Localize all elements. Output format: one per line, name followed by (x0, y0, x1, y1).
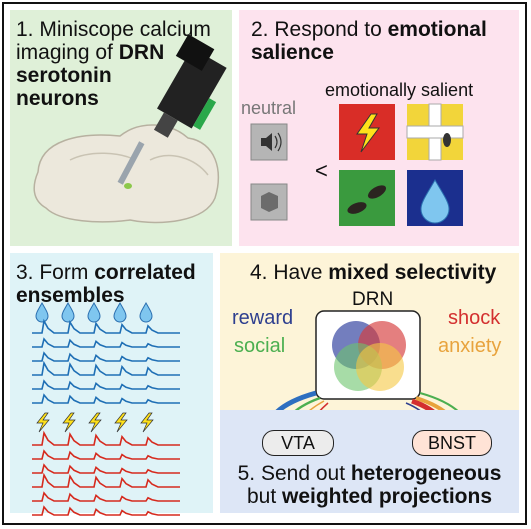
anxiety-circle (356, 343, 404, 391)
water-drop-icon (35, 301, 49, 323)
water-drop-icon (113, 301, 127, 323)
calcium-trace (32, 351, 180, 362)
water-drop-icon (139, 301, 153, 323)
stimulus-tiles (250, 103, 464, 226)
water-drop-icon (87, 301, 101, 323)
calcium-trace (32, 430, 180, 446)
bnst-node: BNST (412, 430, 492, 456)
calcium-trace (32, 449, 180, 460)
panel4-title: 4. Have mixed selectivity (250, 261, 497, 284)
cube-icon (261, 192, 278, 212)
calcium-trace (32, 491, 180, 502)
calcium-trace (32, 379, 180, 390)
social-label: social (234, 335, 286, 357)
speaker-icon (261, 133, 272, 151)
drn-region (124, 183, 132, 189)
panel-imaging: 1. Miniscope calcium imaging of DRN sero… (10, 10, 232, 246)
lightning-icon (140, 412, 154, 433)
calcium-trace (32, 472, 180, 488)
lightning-icon (356, 113, 380, 153)
brain-miniscope-illustration (33, 34, 227, 224)
calcium-trace (32, 463, 180, 474)
social-tile (339, 170, 395, 226)
calcium-trace (32, 505, 180, 516)
lightning-icon (88, 412, 102, 433)
neutral-label: neutral (241, 98, 297, 118)
calcium-trace (32, 318, 180, 334)
water-drop-icon (420, 178, 450, 224)
calcium-trace (32, 337, 180, 348)
panel-selectivity: 4. Have mixed selectivity DRN reward soc… (220, 253, 519, 447)
panel1-title: 1. Miniscope calcium imaging of DRN sero… (16, 18, 211, 110)
reward-label: reward (232, 307, 294, 329)
anxiety-label: anxiety (438, 335, 502, 357)
lens (117, 141, 145, 185)
miniscope-icon (153, 34, 227, 138)
lightning-icon (62, 412, 76, 433)
mouse-icon (443, 133, 451, 147)
less-than-sign: < (315, 158, 328, 183)
lightning-icon (114, 412, 128, 433)
lightning-icon (36, 412, 50, 433)
figure-frame (2, 2, 527, 525)
drn-label: DRN (352, 289, 394, 310)
salient-label: emotionally salient (325, 80, 474, 100)
calcium-trace (32, 393, 180, 404)
vta-node: VTA (262, 430, 334, 456)
calcium-traces (32, 301, 180, 516)
calcium-trace (32, 360, 180, 376)
water-drop-icon (61, 301, 75, 323)
shock-label: shock (448, 307, 501, 329)
